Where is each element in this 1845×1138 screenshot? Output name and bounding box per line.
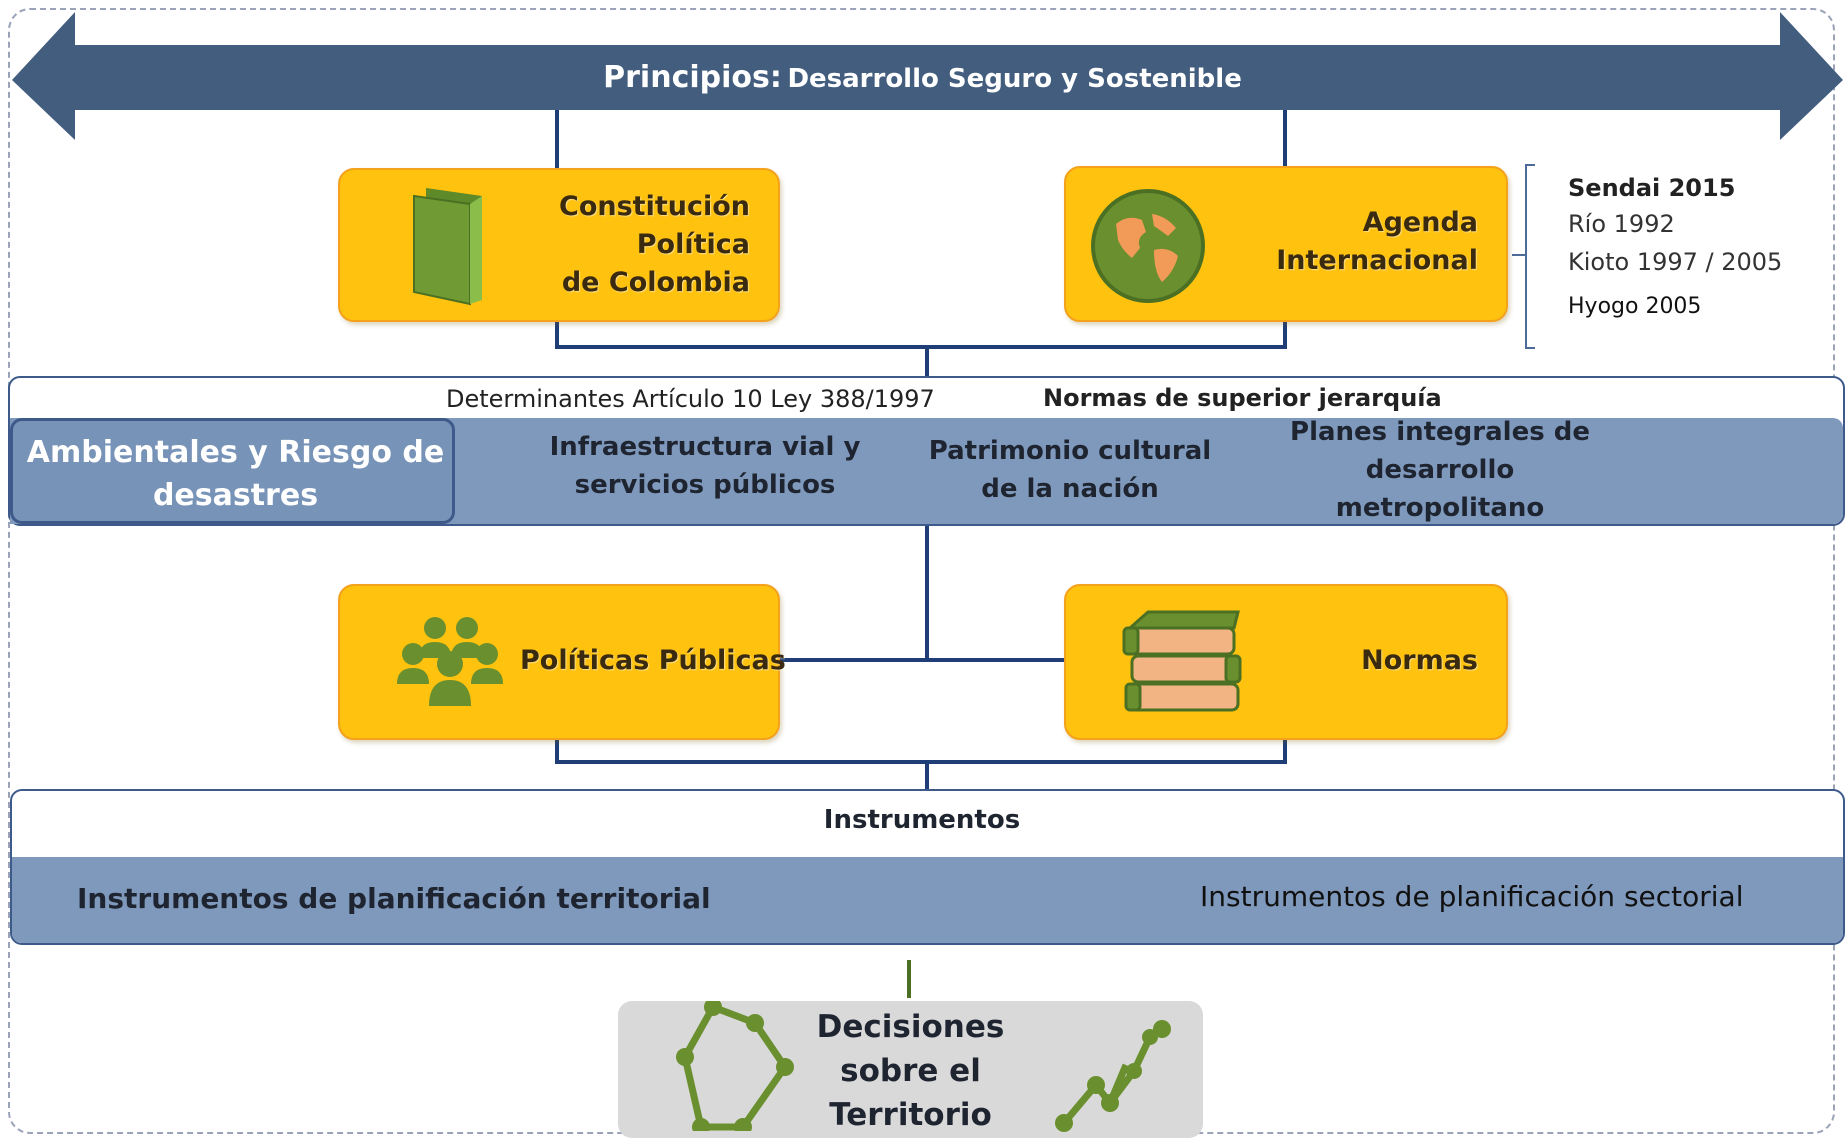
decisiones-line-3: Territorio xyxy=(829,1097,992,1133)
constitucion-box: Constitución Política de Colombia xyxy=(338,168,780,322)
principles-rest: Desarrollo Seguro y Sostenible xyxy=(787,64,1242,94)
ambientales-line-2: desastres xyxy=(152,478,319,513)
constitucion-line-1: Constitución xyxy=(559,191,750,222)
patrimonio-item: Patrimonio cultural de la nación xyxy=(920,432,1220,508)
instrumentos-territorial: Instrumentos de planificación territoria… xyxy=(77,882,711,915)
constitucion-line-2: Política xyxy=(636,229,750,260)
decisiones-line-1: Decisiones xyxy=(816,1009,1005,1045)
decisiones-box: Decisiones sobre el Territorio xyxy=(618,1001,1203,1138)
book-icon xyxy=(413,188,482,306)
globe-icon xyxy=(1091,189,1205,303)
agenda-box: Agenda Internacional xyxy=(1064,166,1508,322)
polygon-map-icon xyxy=(676,1001,794,1131)
principles-lead: Principios: xyxy=(603,60,782,95)
people-group-icon xyxy=(397,617,503,706)
politicas-label: Políticas Públicas xyxy=(520,645,786,676)
patrimonio-line-1: Patrimonio cultural xyxy=(928,436,1212,466)
instrumentos-header: Instrumentos xyxy=(823,805,1021,835)
principles-title: Principios: Desarrollo Seguro y Sostenib… xyxy=(0,60,1845,104)
infraestructura-item: Infraestructura vial y servicios público… xyxy=(545,428,865,504)
decisiones-line-2: sobre el xyxy=(840,1053,981,1089)
planes-item: Planes integrales de desarrollo metropol… xyxy=(1280,413,1600,527)
politicas-box: Políticas Públicas xyxy=(338,584,786,740)
agenda-ref-hyogo: Hyogo 2005 xyxy=(1568,294,1702,319)
determinantes-header: Determinantes Artículo 10 Ley 388/1997 xyxy=(446,385,935,413)
constitucion-line-3: de Colombia xyxy=(561,267,750,298)
planes-line-3: metropolitano xyxy=(1335,493,1545,523)
infraestructura-line-1: Infraestructura vial y xyxy=(549,432,861,462)
route-line-icon xyxy=(1055,1020,1171,1132)
instrumentos-sectorial: Instrumentos de planificación sectorial xyxy=(1200,880,1744,913)
normas-label: Normas xyxy=(1361,645,1478,676)
instrumentos-band xyxy=(12,857,1843,943)
ambientales-highlight: Ambientales y Riesgo de desastres xyxy=(10,418,455,524)
agenda-ref-kioto: Kioto 1997 / 2005 xyxy=(1568,248,1783,276)
agenda-ref-rio: Río 1992 xyxy=(1568,210,1675,238)
agenda-line-1: Agenda xyxy=(1362,207,1478,238)
planes-line-2: desarrollo xyxy=(1365,455,1515,485)
infraestructura-line-2: servicios públicos xyxy=(574,470,836,500)
agenda-ref-sendai: Sendai 2015 xyxy=(1568,174,1736,202)
patrimonio-line-2: de la nación xyxy=(981,474,1159,504)
superior-hierarchy-header: Normas de superior jerarquía xyxy=(1043,384,1442,412)
principles-arrow xyxy=(12,12,1843,140)
normas-box: Normas xyxy=(1064,584,1508,740)
books-stack-icon xyxy=(1122,610,1242,712)
ambientales-line-1: Ambientales y Riesgo de xyxy=(26,435,445,470)
agenda-line-2: Internacional xyxy=(1276,245,1478,276)
planes-line-1: Planes integrales de xyxy=(1290,417,1590,447)
